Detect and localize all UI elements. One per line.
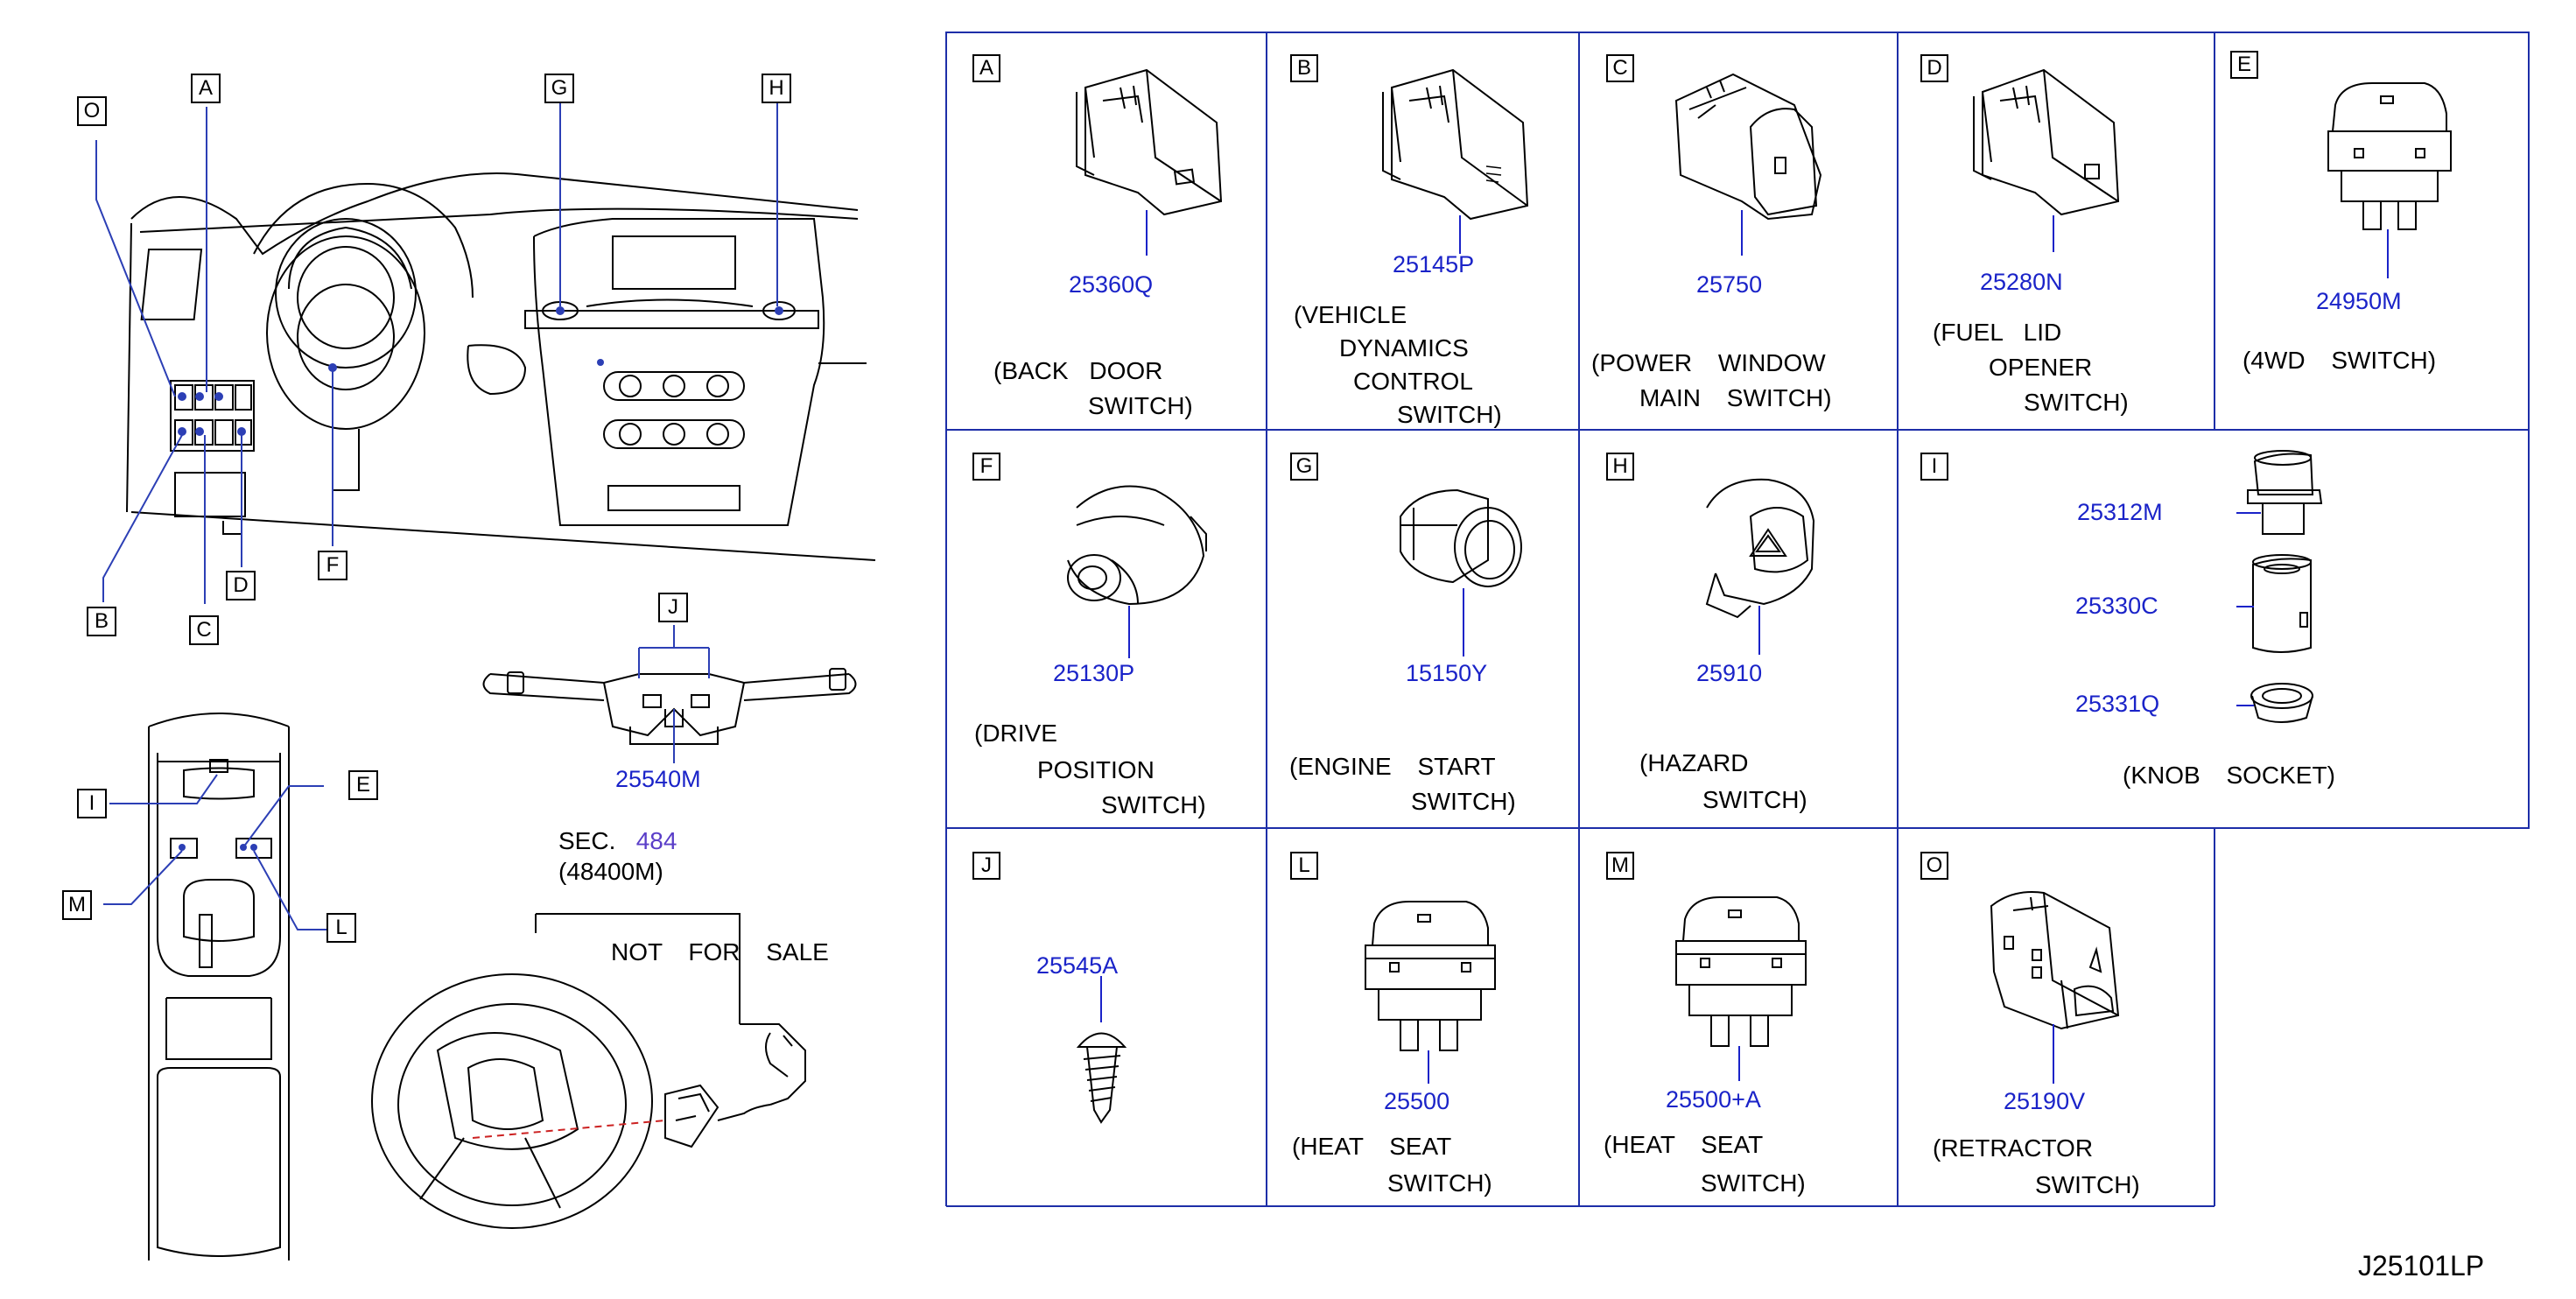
cell-g-desc-1: (ENGINE START xyxy=(1289,753,1496,780)
part-g-drawing xyxy=(1400,488,1522,587)
cell-h-desc-1: (HAZARD xyxy=(1639,749,1749,776)
cell-b-part-number: 25145P xyxy=(1393,251,1475,277)
part-m-drawing xyxy=(1675,896,1807,1047)
part-b-drawing xyxy=(1382,68,1529,221)
sec-number: 484 xyxy=(635,827,677,854)
cell-l-letter: L xyxy=(1290,852,1318,880)
cell-d-part-number: 25280N xyxy=(1980,269,2063,295)
cell-f-desc-3: SWITCH) xyxy=(1101,791,1206,818)
cell-m-desc-1: (HEAT SEAT xyxy=(1604,1131,1764,1158)
cell-l-desc-2: SWITCH) xyxy=(1387,1169,1492,1197)
dashboard-leader-lines xyxy=(95,103,778,604)
cell-b-desc-1: (VEHICLE xyxy=(1294,301,1407,328)
callout-j: J xyxy=(658,593,688,622)
center-console-drawing xyxy=(148,713,290,1260)
callout-c: C xyxy=(189,615,219,645)
cell-f-letter: F xyxy=(972,453,1000,481)
part-c-drawing xyxy=(1674,73,1822,221)
callout-e: E xyxy=(348,770,378,800)
combination-switch-part-number: 25540M xyxy=(615,766,701,792)
part-j-drawing xyxy=(1076,1032,1127,1124)
cell-o-letter: O xyxy=(1920,852,1948,880)
sec-prefix: SEC. xyxy=(558,827,616,854)
cell-e-desc-1: (4WD SWITCH) xyxy=(2243,347,2437,374)
dashboard-drawing xyxy=(126,172,876,561)
cell-i-desc-1: (KNOB SOCKET) xyxy=(2123,762,2335,789)
part-o-drawing xyxy=(1990,891,2120,1030)
steering-wheel-dashed-line xyxy=(472,1120,666,1139)
cell-f-part-number: 25130P xyxy=(1053,660,1135,686)
cell-i-letter: I xyxy=(1920,453,1948,481)
cell-h-part-number: 25910 xyxy=(1696,660,1763,686)
callout-b: B xyxy=(87,607,116,636)
cell-c-desc-2: MAIN SWITCH) xyxy=(1639,384,1832,411)
cell-g-part-number: 15150Y xyxy=(1406,660,1488,686)
cell-i-part-number-2: 25330C xyxy=(2075,593,2158,619)
part-i-leaders xyxy=(2236,512,2261,706)
part-l-drawing xyxy=(1365,901,1496,1051)
cell-c-part-number: 25750 xyxy=(1696,271,1763,298)
cell-o-part-number: 25190V xyxy=(2004,1088,2086,1114)
sec-reference: SEC. 484 xyxy=(558,827,677,855)
cell-a-part-number: 25360Q xyxy=(1069,271,1154,298)
dashboard-highlight-dots xyxy=(178,306,783,436)
cell-f-desc-2: POSITION xyxy=(1037,756,1155,783)
parts-grid xyxy=(945,32,2530,1207)
cell-b-desc-4: SWITCH) xyxy=(1397,401,1502,428)
part-e-drawing xyxy=(2327,82,2452,230)
cell-a-desc-1: (BACK DOOR xyxy=(993,357,1163,384)
callout-o: O xyxy=(77,96,107,126)
part-h-drawing xyxy=(1705,478,1815,619)
cell-g-desc-2: SWITCH) xyxy=(1411,788,1516,815)
cell-c-desc-1: (POWER WINDOW xyxy=(1591,349,1826,376)
sec-part-number: (48400M) xyxy=(558,858,663,885)
cell-b-letter: B xyxy=(1290,54,1318,82)
cell-i-part-number-1: 25312M xyxy=(2077,499,2163,525)
cell-m-desc-2: SWITCH) xyxy=(1701,1169,1806,1197)
callout-h: H xyxy=(762,74,791,103)
cell-b-desc-2: DYNAMICS xyxy=(1339,334,1469,362)
cell-l-desc-1: (HEAT SEAT xyxy=(1292,1133,1452,1160)
cell-i-part-number-3: 25331Q xyxy=(2075,691,2160,717)
cell-l-part-number: 25500 xyxy=(1384,1088,1450,1114)
cell-e-letter: E xyxy=(2230,51,2258,79)
cell-m-part-number: 25500+A xyxy=(1666,1086,1761,1113)
callout-g: G xyxy=(544,74,574,103)
combination-switch-drawing xyxy=(482,668,857,745)
cell-o-desc-1: (RETRACTOR xyxy=(1933,1134,2094,1162)
part-d-drawing xyxy=(1973,68,2120,216)
cell-a-letter: A xyxy=(972,54,1000,82)
cell-d-desc-2: OPENER xyxy=(1989,354,2093,381)
callout-i: I xyxy=(77,789,107,818)
cell-b-desc-3: CONTROL xyxy=(1353,368,1473,395)
cell-e-part-number: 24950M xyxy=(2316,288,2402,314)
cell-g-letter: G xyxy=(1290,453,1318,481)
cell-c-letter: C xyxy=(1606,54,1634,82)
callout-a: A xyxy=(191,74,221,103)
cell-m-letter: M xyxy=(1606,852,1634,880)
callout-f: F xyxy=(318,551,347,580)
cell-o-desc-2: SWITCH) xyxy=(2035,1171,2140,1198)
cell-j-part-number: 25545A xyxy=(1036,952,1119,979)
callout-m: M xyxy=(62,890,92,920)
not-for-sale-note: NOT FOR SALE xyxy=(611,938,829,965)
part-f-drawing xyxy=(1067,485,1207,606)
cell-h-desc-2: SWITCH) xyxy=(1702,786,1807,813)
callout-l: L xyxy=(326,913,356,943)
callout-d: D xyxy=(226,571,256,600)
part-a-drawing xyxy=(1076,68,1223,216)
cell-d-desc-1: (FUEL LID xyxy=(1933,319,2062,346)
cell-j-letter: J xyxy=(972,852,1000,880)
combination-switch-leaders xyxy=(638,625,710,763)
steering-wheel-drawing xyxy=(371,913,806,1229)
cell-h-letter: H xyxy=(1606,453,1634,481)
cell-f-desc-1: (DRIVE xyxy=(974,720,1057,747)
console-leader-lines xyxy=(103,774,326,930)
cell-d-desc-3: SWITCH) xyxy=(2024,389,2129,416)
part-i-drawing xyxy=(2247,450,2323,723)
drawing-code: J25101LP xyxy=(2358,1250,2485,1281)
cell-a-desc-2: SWITCH) xyxy=(1088,392,1193,419)
cell-d-letter: D xyxy=(1920,54,1948,82)
